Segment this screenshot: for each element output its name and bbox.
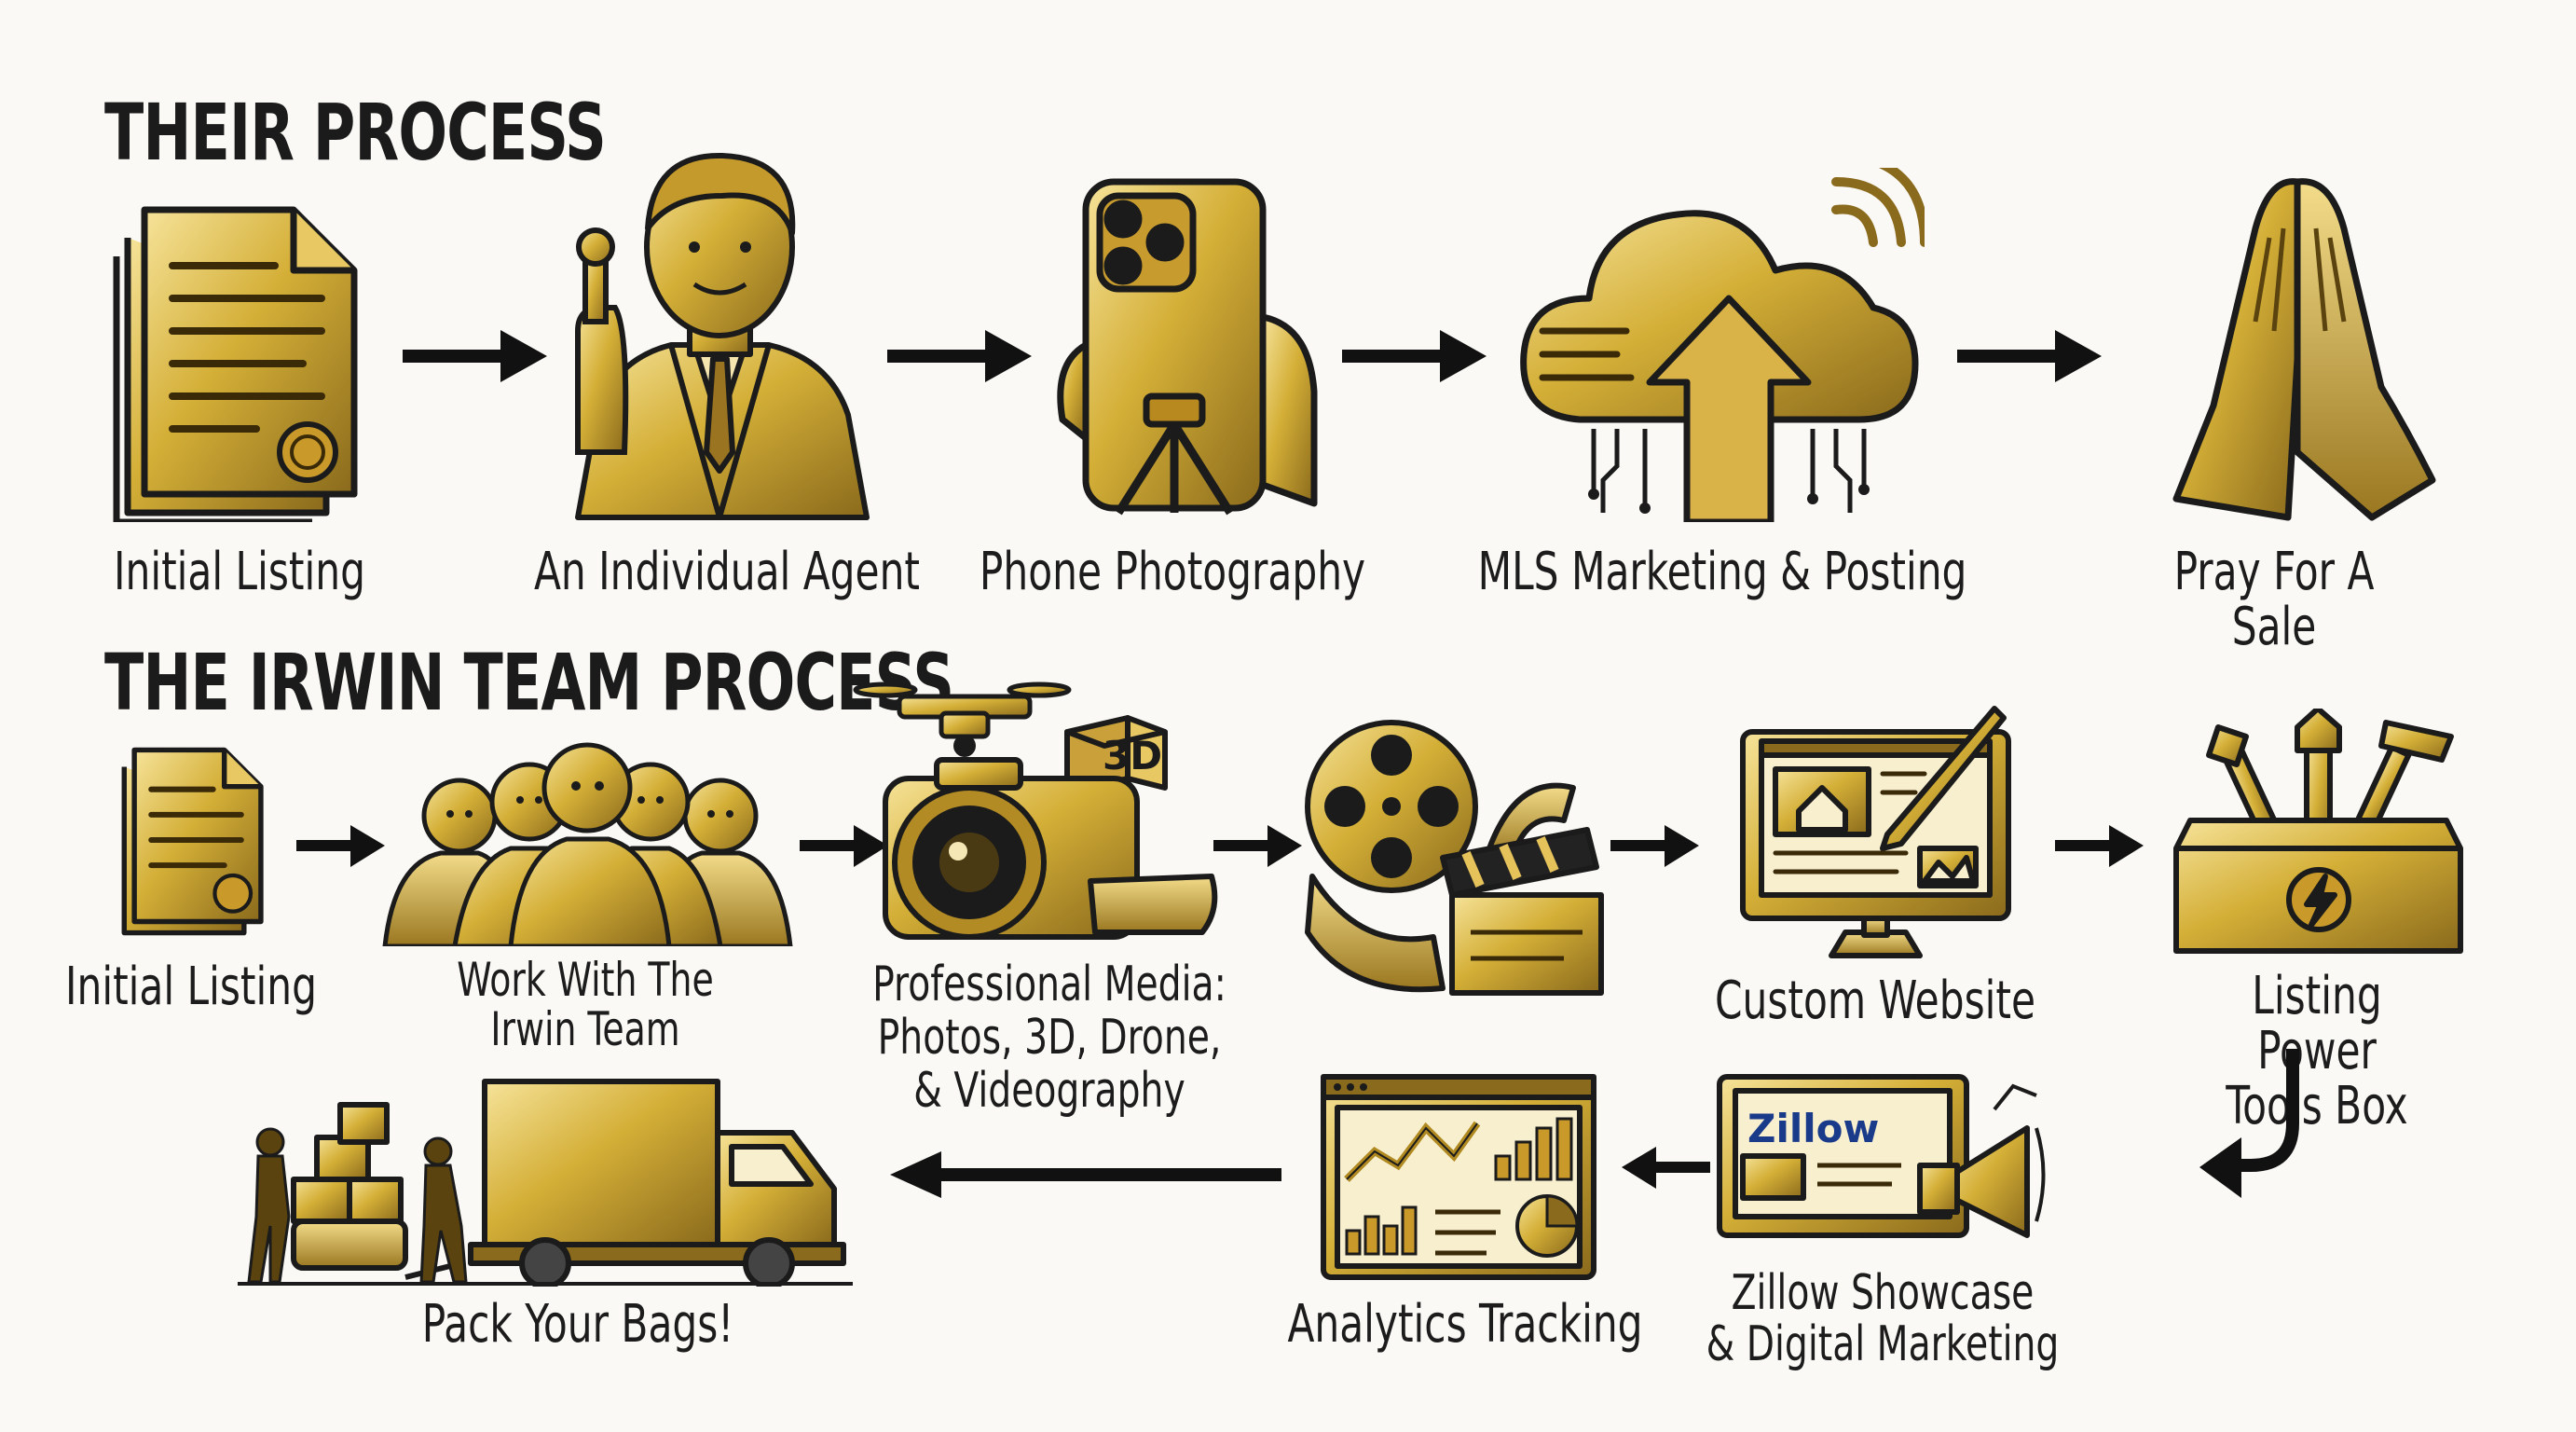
zillow-megaphone-icon: Zillow — [1715, 1072, 2060, 1245]
zillow-brand-text: Zillow — [1747, 1106, 1879, 1151]
analytics-dashboard-icon — [1319, 1072, 1598, 1282]
step-label-custom-website: Custom Website — [1714, 971, 2036, 1031]
right-arrow-icon — [1342, 328, 1487, 384]
website-monitor-icon — [1738, 699, 2013, 965]
toolbox-icon — [2162, 709, 2474, 960]
phone-tripod-icon — [1048, 177, 1319, 522]
right-arrow-icon — [296, 825, 385, 867]
cloud-upload-icon — [1514, 168, 1925, 522]
step-label-phone-photography: Phone Photography — [979, 542, 1366, 602]
film-reel-icon — [1303, 718, 1610, 998]
step-label-professional-media: Professional Media: Photos, 3D, Drone, &… — [872, 957, 1226, 1120]
step-label-initial-listing-irwin: Initial Listing — [65, 957, 317, 1017]
curved-arrow-icon — [2199, 1049, 2316, 1198]
step-label-analytics-tracking: Analytics Tracking — [1287, 1294, 1643, 1355]
right-arrow-icon — [887, 328, 1032, 384]
step-label-initial-listing: Initial Listing — [114, 542, 365, 602]
left-arrow-icon — [890, 1151, 1281, 1198]
their-process-title: THEIR PROCESS — [104, 87, 607, 178]
agent-icon — [559, 145, 881, 522]
right-arrow-icon — [1213, 825, 1302, 867]
irwin-process-title: THE IRWIN TEAM PROCESS — [104, 637, 954, 728]
document-icon — [107, 200, 377, 522]
praying-hands-icon — [2158, 172, 2437, 522]
step-label-pray-for-sale: Pray For A Sale — [2173, 542, 2375, 657]
right-arrow-icon — [800, 825, 888, 867]
document-icon — [112, 741, 275, 942]
step-label-mls-marketing: MLS Marketing & Posting — [1477, 542, 1967, 602]
3d-badge: 3D — [1103, 733, 1162, 778]
step-label-zillow-showcase: Zillow Showcase & Digital Marketing — [1706, 1265, 2060, 1372]
step-label-power-tools-box: Listing Power Tools Box — [2226, 966, 2408, 1136]
moving-truck-icon — [238, 1077, 853, 1287]
step-label-individual-agent: An Individual Agent — [533, 542, 921, 602]
right-arrow-icon — [2055, 825, 2144, 867]
right-arrow-icon — [1610, 825, 1699, 867]
left-arrow-icon — [1622, 1147, 1710, 1189]
camera-drone-icon: 3D — [848, 676, 1226, 946]
right-arrow-icon — [403, 328, 547, 384]
right-arrow-icon — [1957, 328, 2102, 384]
step-label-work-with-team: Work With The Irwin Team — [457, 953, 714, 1056]
team-icon — [380, 732, 795, 946]
step-label-pack-your-bags: Pack Your Bags! — [421, 1294, 734, 1355]
